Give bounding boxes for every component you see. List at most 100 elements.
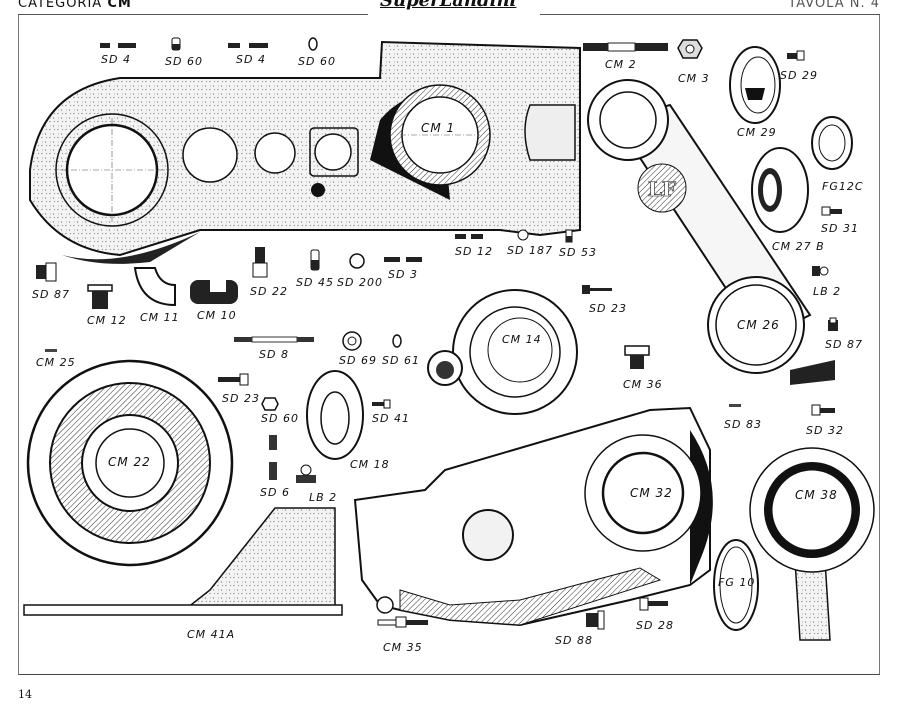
label-cm22: CM 22: [108, 455, 151, 469]
label-sd23-a: SD 23: [589, 302, 627, 315]
plate-number: TAVOLA N. 4: [788, 0, 880, 11]
label-cm27b: CM 27 B: [772, 240, 825, 253]
part-cm36-plug[interactable]: [624, 345, 650, 369]
part-sd88-plug[interactable]: [586, 610, 605, 630]
label-sd45: SD 45: [296, 276, 334, 289]
category-code: CM: [107, 0, 132, 11]
part-cm12-plug[interactable]: [87, 284, 113, 309]
label-cm35: CM 35: [383, 641, 423, 654]
label-cm11: CM 11: [140, 311, 180, 324]
label-sd61: SD 61: [382, 354, 420, 367]
label-sd29: SD 29: [780, 69, 818, 82]
part-sd29-bolt[interactable]: [787, 50, 805, 61]
label-sd6: SD 6: [260, 486, 290, 499]
part-sd61-nut[interactable]: [392, 334, 402, 348]
label-sd200: SD 200: [337, 276, 383, 289]
part-sd60-nut-c[interactable]: [261, 397, 279, 411]
part-cm41a-bracket[interactable]: [23, 507, 343, 616]
part-sd31-bolt[interactable]: [821, 206, 842, 216]
part-sd45-plug[interactable]: [310, 249, 320, 271]
part-sd4-b[interactable]: [228, 43, 268, 48]
label-cm10: CM 10: [197, 309, 237, 322]
part-sd12-stud[interactable]: [455, 234, 483, 239]
part-sd200-washer[interactable]: [349, 253, 365, 269]
part-fg10-gasket[interactable]: [713, 539, 759, 631]
part-cm38-housing[interactable]: [749, 447, 875, 641]
part-sd6-stud[interactable]: [269, 435, 277, 480]
label-cm1: CM 1: [421, 121, 456, 135]
label-sd3: SD 3: [388, 268, 418, 281]
part-sd60-a[interactable]: [171, 37, 181, 51]
part-sd53-plug[interactable]: [565, 229, 573, 243]
label-cm2: CM 2: [605, 58, 637, 71]
label-cm12: CM 12: [87, 314, 127, 327]
label-fg12c: FG12C: [822, 180, 864, 193]
label-sd69: SD 69: [339, 354, 377, 367]
label-lb2-a: LB 2: [813, 285, 842, 298]
part-cm14-cover[interactable]: [427, 289, 578, 415]
brand-logo: SuperLandini: [380, 0, 517, 11]
part-cm2-stud[interactable]: [583, 42, 668, 52]
part-cm1-housing[interactable]: [29, 40, 581, 264]
lf-monogram: LF: [648, 177, 676, 201]
label-sd22: SD 22: [250, 285, 288, 298]
label-sd88: SD 88: [555, 634, 593, 647]
label-cm3: CM 3: [678, 72, 710, 85]
label-sd41: SD 41: [372, 412, 410, 425]
part-sd23-bolt-b[interactable]: [218, 373, 249, 386]
header-rule-left: [18, 14, 368, 15]
label-sd28: SD 28: [636, 619, 674, 632]
part-cm10-nipple[interactable]: [190, 280, 238, 304]
part-sd8-stud[interactable]: [234, 336, 314, 343]
label-sd31: SD 31: [821, 222, 859, 235]
part-cm27b-hub[interactable]: [751, 147, 809, 233]
part-sd87-plug-b[interactable]: [828, 317, 838, 331]
label-cm29: CM 29: [737, 126, 777, 139]
part-cm11-elbow[interactable]: [133, 267, 176, 307]
label-sd87-a: SD 87: [32, 288, 70, 301]
part-sd4-a[interactable]: [100, 43, 136, 48]
label-sd12: SD 12: [455, 245, 493, 258]
part-cm26-arm[interactable]: LF: [587, 79, 835, 385]
part-sd83-pin[interactable]: [729, 404, 741, 407]
part-cm35-stud[interactable]: [377, 616, 428, 628]
label-sd60-c: SD 60: [261, 412, 299, 425]
part-lb2-fitting-a[interactable]: [812, 266, 829, 276]
label-sd83: SD 83: [724, 418, 762, 431]
part-sd3-stud[interactable]: [384, 256, 422, 263]
label-cm36: CM 36: [623, 378, 663, 391]
label-cm32: CM 32: [630, 486, 673, 500]
category-prefix: CATEGORIA: [18, 0, 103, 11]
label-sd23-b: SD 23: [222, 392, 260, 405]
label-fg10: FG 10: [718, 576, 756, 589]
part-sd28-bolt[interactable]: [639, 597, 668, 611]
part-cm22-flange[interactable]: [26, 359, 234, 567]
part-sd32-bolt[interactable]: [811, 404, 835, 416]
label-sd53: SD 53: [559, 246, 597, 259]
part-sd69-washer[interactable]: [342, 331, 362, 351]
part-lb2-fitting-b[interactable]: [296, 464, 316, 483]
label-sd60-a: SD 60: [165, 55, 203, 68]
label-cm38: CM 38: [795, 488, 838, 502]
part-cm32-cover[interactable]: [353, 406, 713, 627]
label-sd60-b: SD 60: [298, 55, 336, 68]
label-sd8: SD 8: [259, 348, 289, 361]
part-sd41-bolt[interactable]: [372, 399, 391, 409]
part-sd187-ring[interactable]: [517, 229, 529, 241]
part-cm3-nut[interactable]: [677, 39, 703, 59]
part-cm29-cover[interactable]: [729, 46, 781, 124]
part-sd23-bolt-a[interactable]: [582, 285, 612, 294]
part-sd60-b[interactable]: [308, 37, 318, 51]
drawing-frame: [18, 15, 880, 675]
part-cm25-pin[interactable]: [45, 349, 57, 352]
part-sd22-fitting[interactable]: [252, 247, 268, 278]
part-sd87-plug-a[interactable]: [36, 262, 57, 282]
label-cm14: CM 14: [502, 333, 542, 346]
label-cm18: CM 18: [350, 458, 390, 471]
part-fg12c-seal[interactable]: [811, 116, 853, 170]
label-cm25: CM 25: [36, 356, 76, 369]
part-cm18-ring[interactable]: [306, 370, 364, 460]
label-cm41a: CM 41A: [187, 628, 236, 641]
label-sd187: SD 187: [507, 244, 553, 257]
